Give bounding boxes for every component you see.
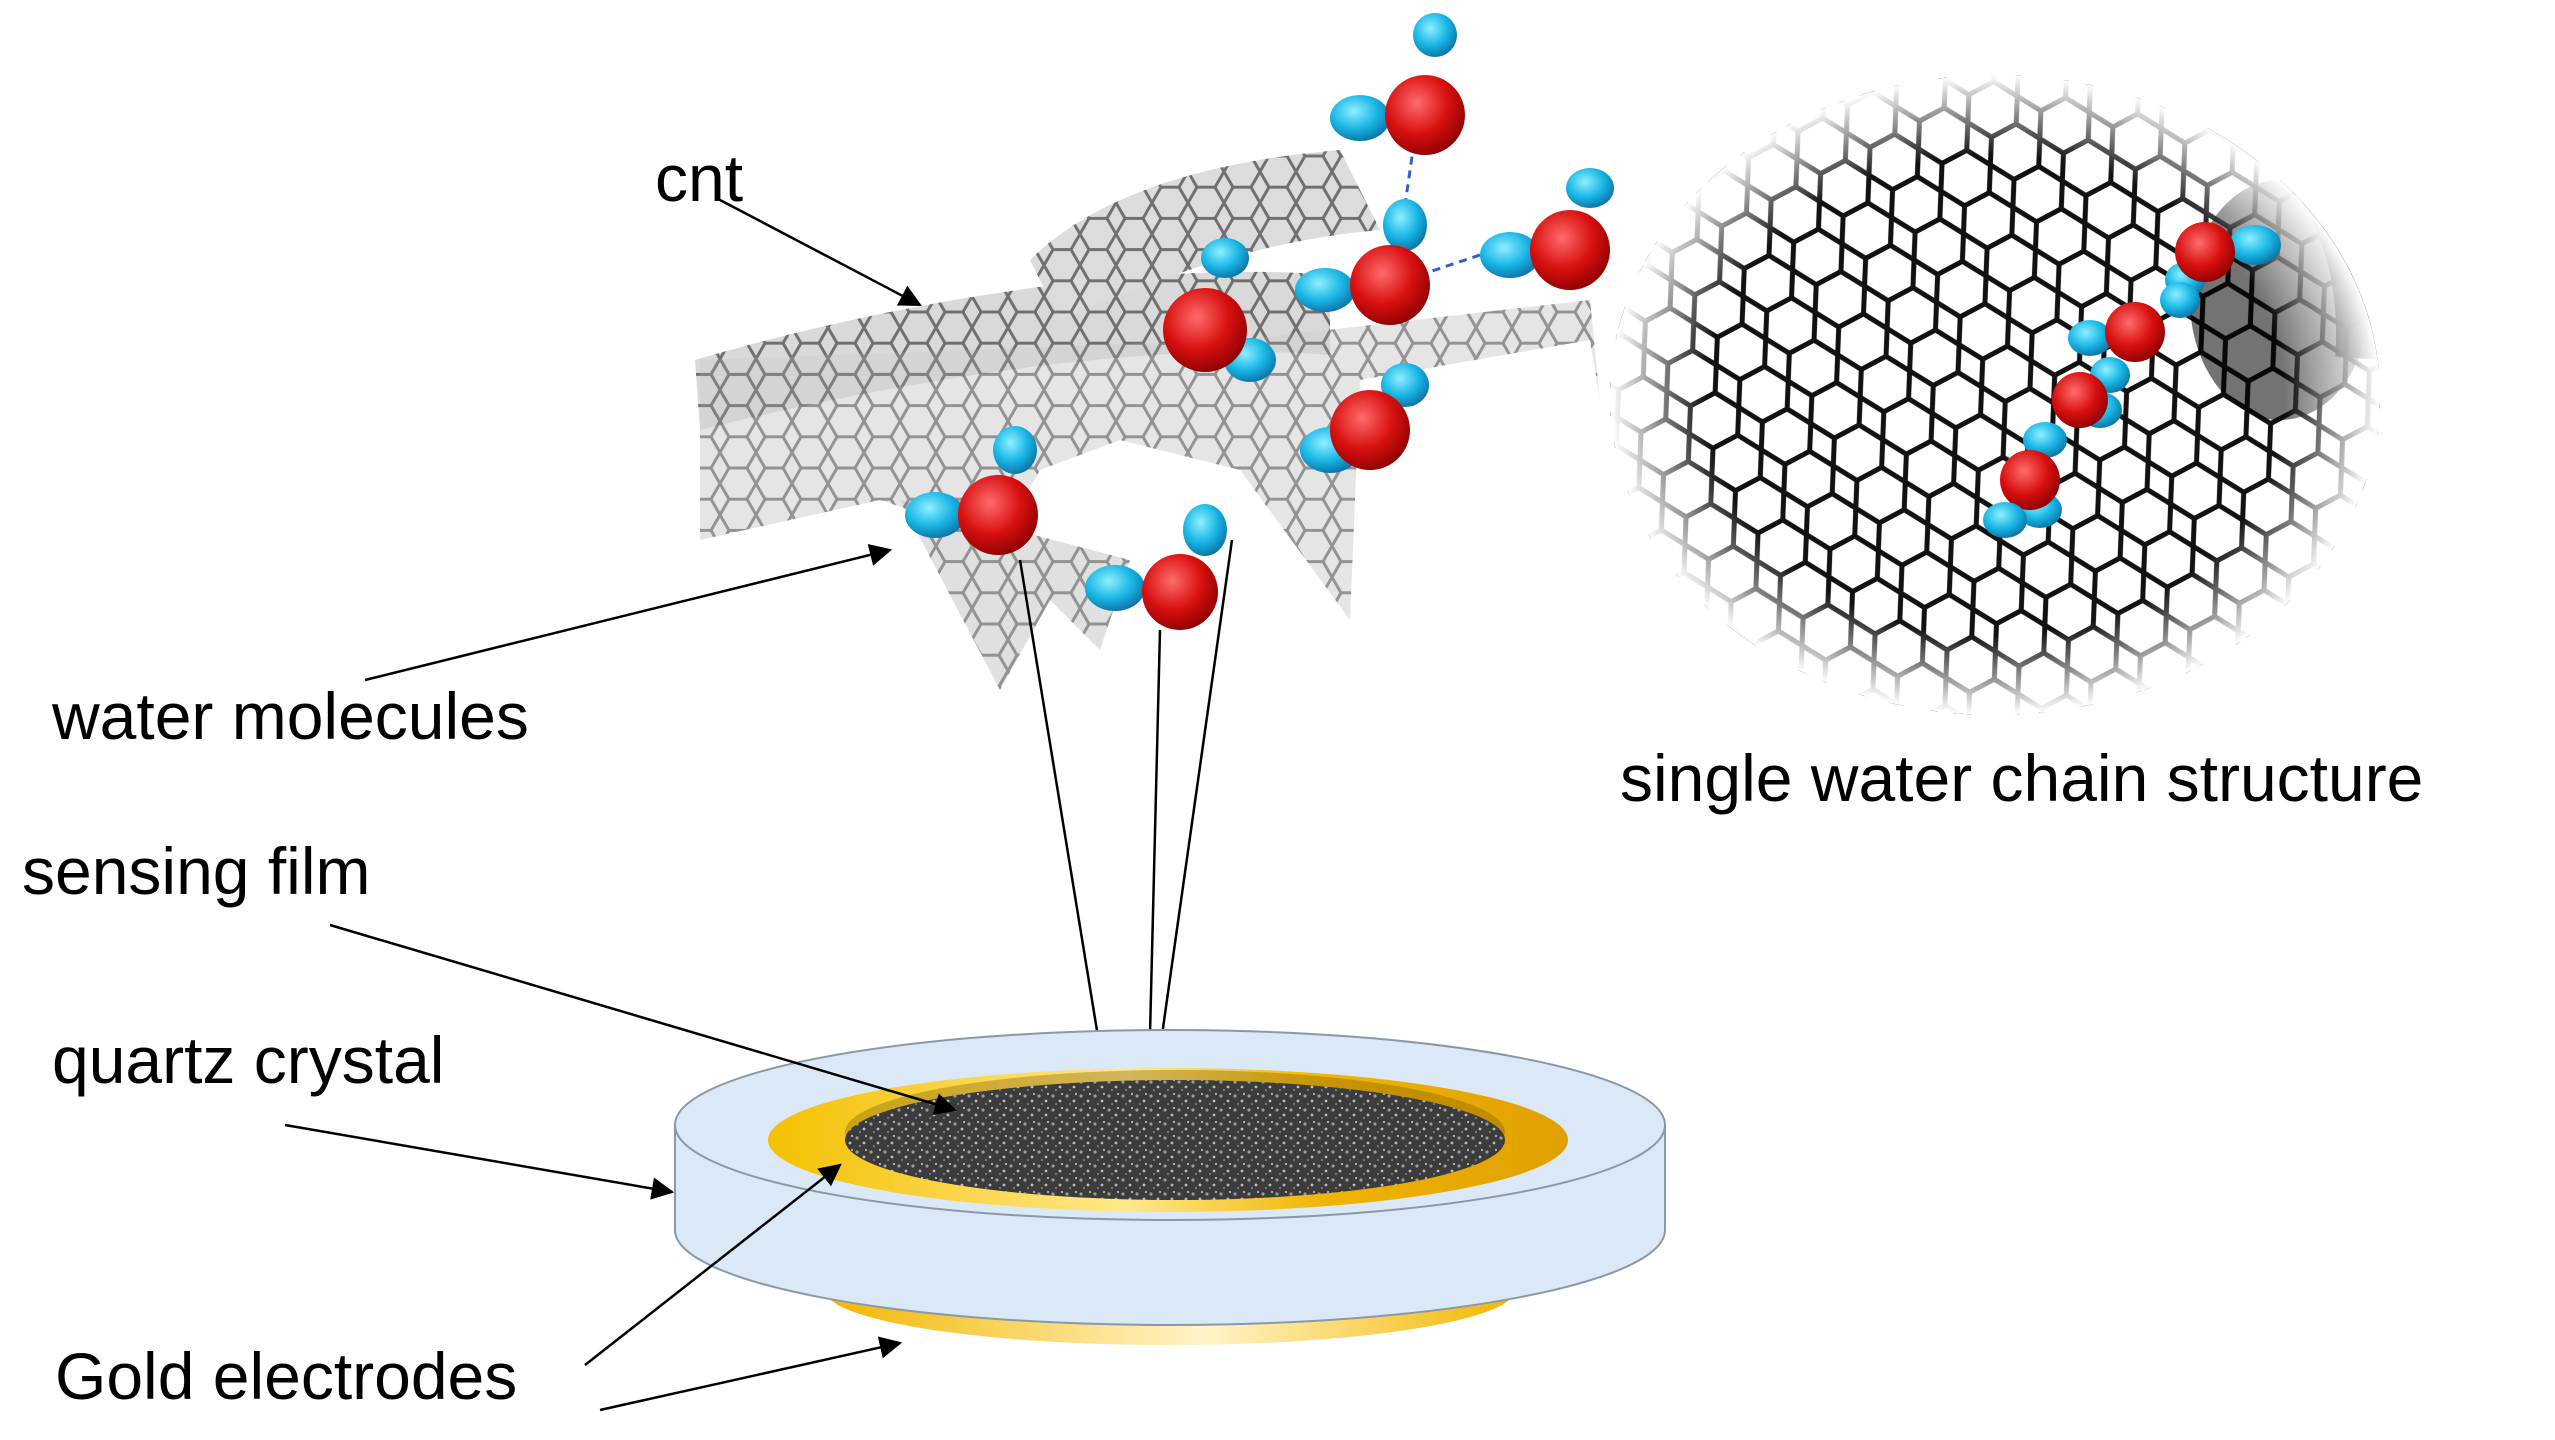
label-gold-electrodes: Gold electrodes [55, 1339, 518, 1413]
water-molecule [1300, 363, 1429, 473]
label-water-molecules: water molecules [52, 679, 529, 753]
water-molecule [1295, 199, 1430, 325]
water-molecule [905, 426, 1038, 555]
label-cnt: cnt [655, 141, 744, 215]
water-molecule [1163, 238, 1276, 382]
water-chain [1983, 222, 2281, 538]
label-arrows [284, 198, 958, 1412]
label-sensing-film: sensing film [22, 834, 371, 908]
water-molecules [905, 13, 2281, 630]
nanotube-interior-view [1610, 75, 2380, 715]
qcm-sensor [674, 1029, 1666, 1345]
water-molecule [1085, 504, 1227, 630]
cnt-ribbon [695, 150, 1600, 690]
label-single-water-chain: single water chain structure [1620, 741, 2424, 815]
sensing-film [845, 1080, 1505, 1200]
water-molecule [1330, 13, 1465, 155]
label-quartz-crystal: quartz crystal [52, 1023, 445, 1097]
water-molecule [1480, 168, 1614, 290]
